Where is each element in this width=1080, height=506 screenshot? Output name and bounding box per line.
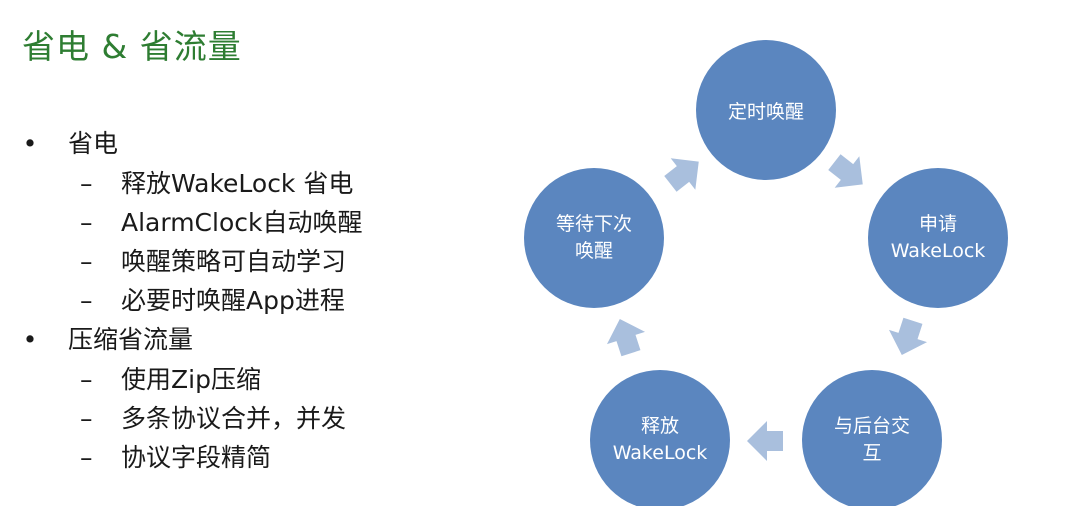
arrow-wakeup-to-acquire [828,154,863,188]
arrow-wait-to-wakeup [664,158,699,192]
arrow-release-to-wait [606,318,646,357]
sub-bullet-label: 多条协议合并，并发 [121,404,347,433]
node-wait-next-wakeup: 等待下次 唤醒 [524,168,664,308]
sub-bullet-label: 唤醒策略可自动学习 [121,247,347,276]
bullet-marker: • [22,325,38,354]
sub-bullet: – 唤醒策略可自动学习 [20,242,490,281]
bullet-compression: • 压缩省流量 [20,320,490,360]
sub-bullet: – 使用Zip压缩 [20,360,490,399]
sub-bullet-label: 释放WakeLock 省电 [121,169,354,198]
node-label: 等待下次 [556,213,632,235]
sub-marker: – [80,404,93,433]
sub-bullet-label: 必要时唤醒App进程 [121,286,345,315]
sub-bullet: – 协议字段精简 [20,438,490,477]
node-release-wakelock: 释放 WakeLock [590,370,730,506]
sub-marker: – [80,247,93,276]
node-timed-wakeup: 定时唤醒 [696,40,836,180]
sub-marker: – [80,365,93,394]
bullet-marker: • [22,129,38,158]
sub-bullet: – AlarmClock自动唤醒 [20,203,490,242]
node-label: WakeLock [891,240,986,262]
node-label: 释放 [641,415,679,437]
sub-bullet-label: 使用Zip压缩 [121,365,261,394]
arrow-acquire-to-interact [888,317,928,356]
bullet-label: 省电 [68,129,119,158]
node-label: 定时唤醒 [728,101,804,123]
node-label: 与后台交 [834,415,910,437]
bullet-list: • 省电 – 释放WakeLock 省电 – AlarmClock自动唤醒 – … [20,124,490,477]
node-acquire-wakelock: 申请 WakeLock [868,168,1008,308]
sub-marker: – [80,443,93,472]
node-label: 申请 [919,213,957,235]
node-label: 唤醒 [575,240,613,262]
node-server-interaction: 与后台交 互 [802,370,942,506]
bullet-label: 压缩省流量 [68,325,194,354]
slide-title: 省电 & 省流量 [22,27,242,66]
sub-bullet: – 必要时唤醒App进程 [20,281,490,320]
sub-marker: – [80,169,93,198]
node-label: 互 [862,442,881,464]
sub-bullet-label: AlarmClock自动唤醒 [121,208,363,237]
sub-bullet: – 多条协议合并，并发 [20,399,490,438]
cycle-diagram: 定时唤醒 申请 WakeLock 与后台交 互 释放 WakeLock 等待下次… [524,40,1008,506]
sub-bullet-label: 协议字段精简 [121,443,272,472]
bullet-power: • 省电 [20,124,490,164]
sub-marker: – [80,286,93,315]
sub-marker: – [80,208,93,237]
arrow-interact-to-release [747,421,783,461]
node-label: WakeLock [613,442,708,464]
sub-bullet: – 释放WakeLock 省电 [20,164,490,203]
